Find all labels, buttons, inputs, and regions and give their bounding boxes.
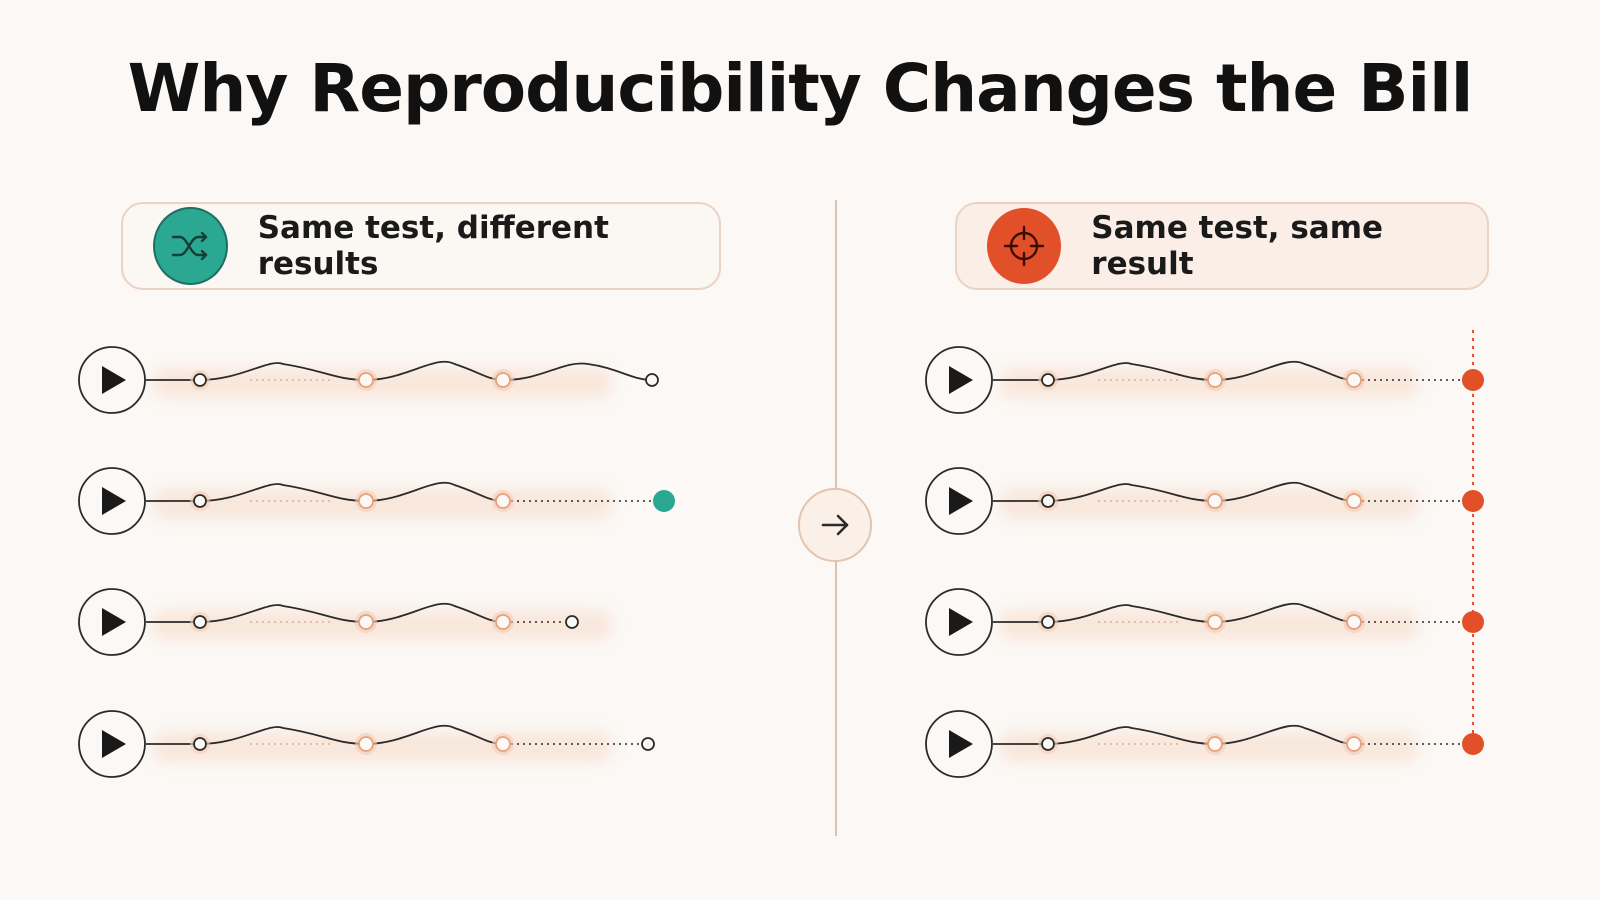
run-waveform-tail	[502, 362, 653, 381]
run-node	[358, 614, 374, 630]
run-glow	[152, 732, 612, 762]
run-result-open	[645, 373, 659, 387]
run-node	[1041, 615, 1055, 629]
run-node	[1346, 372, 1362, 388]
run-node	[358, 372, 374, 388]
play-icon	[949, 730, 973, 758]
shuffle-icon	[153, 207, 228, 285]
run-node	[358, 493, 374, 509]
play-icon	[949, 366, 973, 394]
run-node	[358, 736, 374, 752]
page-title: Why Reproducibility Changes the Bill	[127, 50, 1474, 127]
run-glow	[152, 489, 612, 519]
run-node	[193, 373, 207, 387]
run-result-filled	[653, 490, 675, 512]
left-panel-label: Same test, different results	[257, 210, 609, 282]
run-node	[1207, 614, 1223, 630]
run-node	[495, 493, 511, 509]
run-result-open	[641, 737, 655, 751]
run-result-open	[565, 615, 579, 629]
run-node	[1207, 372, 1223, 388]
play-icon	[949, 608, 973, 636]
play-icon	[102, 730, 126, 758]
run-node	[193, 737, 207, 751]
play-icon	[102, 487, 126, 515]
run-node	[495, 736, 511, 752]
arrow-right-icon	[798, 488, 872, 562]
run-node	[495, 614, 511, 630]
run-node	[193, 615, 207, 629]
play-icon	[102, 608, 126, 636]
right-panel-label: Same test, same result	[1091, 210, 1384, 282]
run-node	[1041, 373, 1055, 387]
run-result-filled	[1462, 490, 1484, 512]
run-node	[1207, 736, 1223, 752]
run-node	[1346, 614, 1362, 630]
run-node	[1041, 737, 1055, 751]
run-result-filled	[1462, 733, 1484, 755]
run-node	[1346, 493, 1362, 509]
play-icon	[102, 366, 126, 394]
right-panel-header: Same test, same result	[955, 202, 1489, 290]
run-node	[495, 372, 511, 388]
run-node	[193, 494, 207, 508]
run-node	[1346, 736, 1362, 752]
run-result-filled	[1462, 369, 1484, 391]
run-result-filled	[1462, 611, 1484, 633]
left-panel-header: Same test, different results	[121, 202, 721, 290]
run-node	[1207, 493, 1223, 509]
run-glow	[152, 610, 612, 640]
play-icon	[949, 487, 973, 515]
crosshair-icon	[987, 208, 1062, 284]
run-node	[1041, 494, 1055, 508]
